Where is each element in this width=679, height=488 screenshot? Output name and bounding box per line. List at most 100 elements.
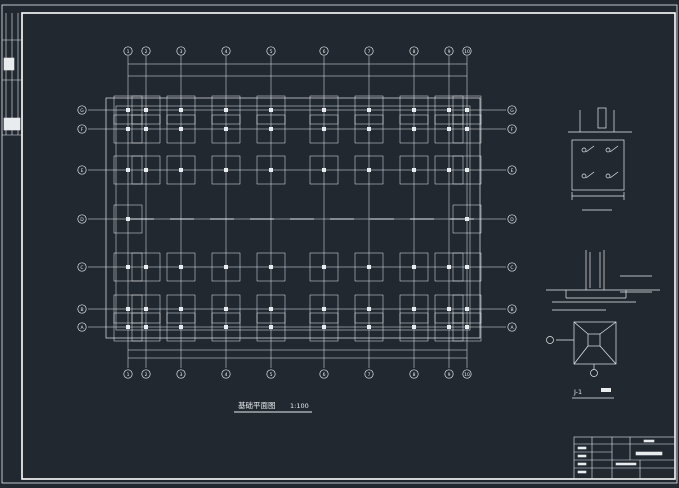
footing-pad [309,114,339,144]
axis-label-top: 10 [464,49,470,55]
column-mark [465,325,469,329]
axis-bubble-bottom [221,369,231,379]
axis-bubble-bottom [444,369,454,379]
footing-pad [211,155,241,185]
footing-pad [452,155,482,185]
footing-pad [399,95,429,125]
axis-label-right: G [510,108,514,114]
column-mark [412,108,416,112]
detail-scale-block [601,388,611,392]
column-mark [179,325,183,329]
axis-bubble-left [77,165,87,175]
footing-pad [452,252,482,282]
footing-pad [354,294,384,324]
axis-bubble-bottom [141,369,151,379]
column-mark [126,325,130,329]
footing-pad [256,294,286,324]
column-mark [367,307,371,311]
axis-label-bottom: 1 [127,372,130,378]
column-mark [465,127,469,131]
axis-bubble-left [77,214,87,224]
footing-plan-detail [568,107,632,211]
footing-pad [166,294,196,324]
column-mark [412,325,416,329]
footing-pad [211,294,241,324]
column-mark [179,307,183,311]
footing-pad [434,95,464,125]
column-mark [224,127,228,131]
axis-label-left: D [80,217,84,223]
footing-pad [309,294,339,324]
footing-pad [166,312,196,342]
footing-pad [452,95,482,125]
axis-bubble-right [507,124,517,134]
axis-bubble-right [507,322,517,332]
footing-pad [131,294,161,324]
footing-pad [131,312,161,342]
axis-label-right: A [510,325,514,331]
footing-pad [399,312,429,342]
footing-pad [354,114,384,144]
footing-pad [256,312,286,342]
footing-pad [399,252,429,282]
axis-label-top: 2 [145,49,148,55]
column-mark [126,127,130,131]
column-mark [144,108,148,112]
column-mark [224,168,228,172]
axis-label-top: 5 [270,49,273,55]
axis-bubble-bottom [409,369,419,379]
foundation-outline [105,97,481,339]
footing-pad [309,312,339,342]
axis-bubble-right [507,214,517,224]
axis-label-right: C [510,265,513,271]
column-mark [465,307,469,311]
axis-label-right: D [510,217,514,223]
column-mark [322,168,326,172]
column-mark [367,127,371,131]
footing-pad [166,252,196,282]
column-mark [447,127,451,131]
column-mark [144,325,148,329]
axis-bubble-bottom [123,369,133,379]
detail-title: J-1 [573,388,582,396]
axis-bubble-right [507,105,517,115]
footing-pad [131,155,161,185]
footing-pad [211,312,241,342]
column-mark [126,307,130,311]
plan-scale: 1:100 [290,402,309,410]
column-mark [224,108,228,112]
column-mark [144,307,148,311]
column-mark [269,108,273,112]
sheet-outer-border [1,4,678,484]
axis-label-right: E [511,168,514,174]
footing-pad [354,155,384,185]
footing-pad [452,294,482,324]
footing-pad [434,294,464,324]
column-mark [269,127,273,131]
axis-label-top: 1 [127,49,130,55]
footing-pad [256,252,286,282]
column-mark [447,265,451,269]
axis-label-bottom: 2 [145,372,148,378]
column-mark [126,168,130,172]
footing-pad [113,95,143,125]
axis-bubble-top [364,46,374,56]
axis-bubble-top [176,46,186,56]
column-mark [144,127,148,131]
axis-label-bottom: 10 [464,372,470,378]
footing-pad [256,114,286,144]
footing-pad [211,95,241,125]
axis-label-left: B [80,307,83,313]
axis-bubble-bottom [176,369,186,379]
axis-bubble-left [77,105,87,115]
column-mark [144,168,148,172]
column-mark [465,168,469,172]
title-block [573,436,676,480]
footing-pad [434,312,464,342]
axis-bubble-top [141,46,151,56]
axis-label-left: G [80,108,84,114]
axis-bubble-top [409,46,419,56]
axis-bubble-top [462,46,472,56]
